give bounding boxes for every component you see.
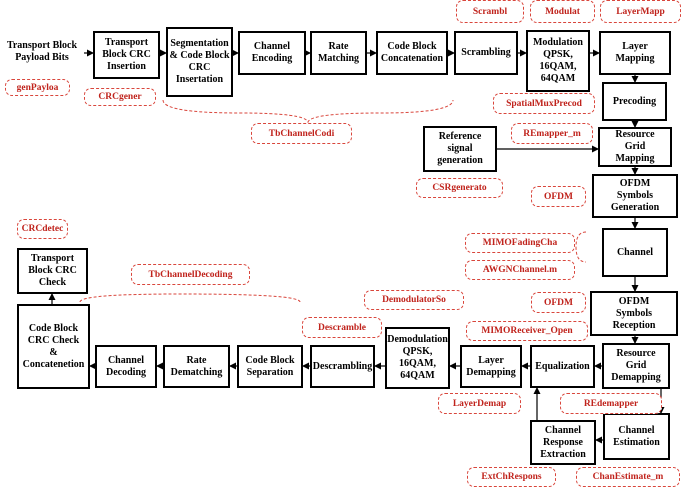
reference-signal-block: Reference signal generation: [423, 126, 497, 172]
ofdm-generation-block: OFDM Symbols Generation: [592, 174, 678, 218]
rate-matching-block: Rate Matching: [310, 31, 367, 75]
tag-descramble: Descramble: [302, 317, 382, 338]
tag-redemapper: REdemapper: [560, 393, 662, 414]
tag-awgnchannel: AWGNChannel.m: [465, 260, 575, 280]
equalization-block: Equalization: [530, 345, 595, 388]
tag-crcgener: CRCgener: [84, 88, 156, 106]
tag-genpayloa: genPayloa: [5, 79, 70, 96]
tag-remapper: REmapper_m: [511, 123, 593, 144]
demodulation-block: Demodulation QPSK, 16QAM, 64QAM: [385, 327, 450, 389]
tag-extchrespons: ExtChRespons: [467, 467, 556, 487]
tag-layermapp: LayerMapp: [600, 0, 681, 23]
rate-dematching-block: Rate Dematching: [163, 345, 230, 388]
channel-estimation-block: Channel Estimation: [603, 413, 670, 460]
channel-decoding-block: Channel Decoding: [95, 345, 157, 388]
code-block-concat-block: Code Block Concatenation: [376, 31, 448, 75]
resource-grid-mapping-block: Resource Grid Mapping: [598, 127, 672, 167]
scrambling-block: Scrambling: [454, 31, 518, 75]
tag-demodulatorso: DemodulatorSo: [364, 290, 464, 310]
tag-csrgenerato: CSRgenerato: [416, 178, 503, 198]
layer-mapping-block: Layer Mapping: [599, 31, 671, 75]
tag-ofdm-rx: OFDM: [531, 292, 586, 313]
layer-demapping-block: Layer Demapping: [460, 345, 522, 388]
modulation-block: Modulation QPSK, 16QAM, 64QAM: [526, 30, 590, 92]
tag-scrambl: Scrambl: [456, 0, 524, 23]
cb-crc-check-block: Code Block CRC Check & Concatenetion: [17, 304, 90, 389]
ofdm-reception-block: OFDM Symbols Reception: [590, 291, 678, 336]
tag-tbchanneldecoding: TbChannelDecoding: [131, 264, 250, 285]
tb-crc-insertion-block: Transport Block CRC Insertion: [93, 31, 160, 79]
tag-ofdm-tx: OFDM: [531, 186, 586, 207]
tag-chanestimate: ChanEstimate_m: [576, 467, 680, 487]
tag-spatialmuxprecod: SpatialMuxPrecod: [493, 93, 595, 114]
tag-crcdetec: CRCdetec: [17, 219, 68, 239]
code-block-separation-block: Code Block Separation: [237, 345, 303, 388]
descrambling-block: Descrambling: [310, 345, 375, 388]
tag-modulat: Modulat: [530, 0, 595, 23]
channel-block: Channel: [602, 228, 668, 277]
resource-grid-demapping-block: Resource Grid Demapping: [602, 343, 670, 389]
tb-payload-label: Transport Block Payload Bits: [6, 40, 78, 63]
channel-encoding-block: Channel Encoding: [238, 31, 306, 75]
precoding-block: Precoding: [602, 82, 667, 121]
tag-mimofadingcha: MIMOFadingCha: [465, 233, 575, 253]
tb-crc-check-block: Transport Block CRC Check: [17, 248, 88, 294]
channel-response-extraction-block: Channel Response Extraction: [530, 420, 596, 465]
tag-mimoreceiver-open: MIMOReceiver_Open: [466, 321, 588, 341]
tag-tbchannelcodi: TbChannelCodi: [251, 123, 352, 144]
segmentation-block: Segmentation & Code Block CRC Insertatio…: [166, 27, 233, 97]
tag-layerdemap: LayerDemap: [438, 393, 521, 414]
